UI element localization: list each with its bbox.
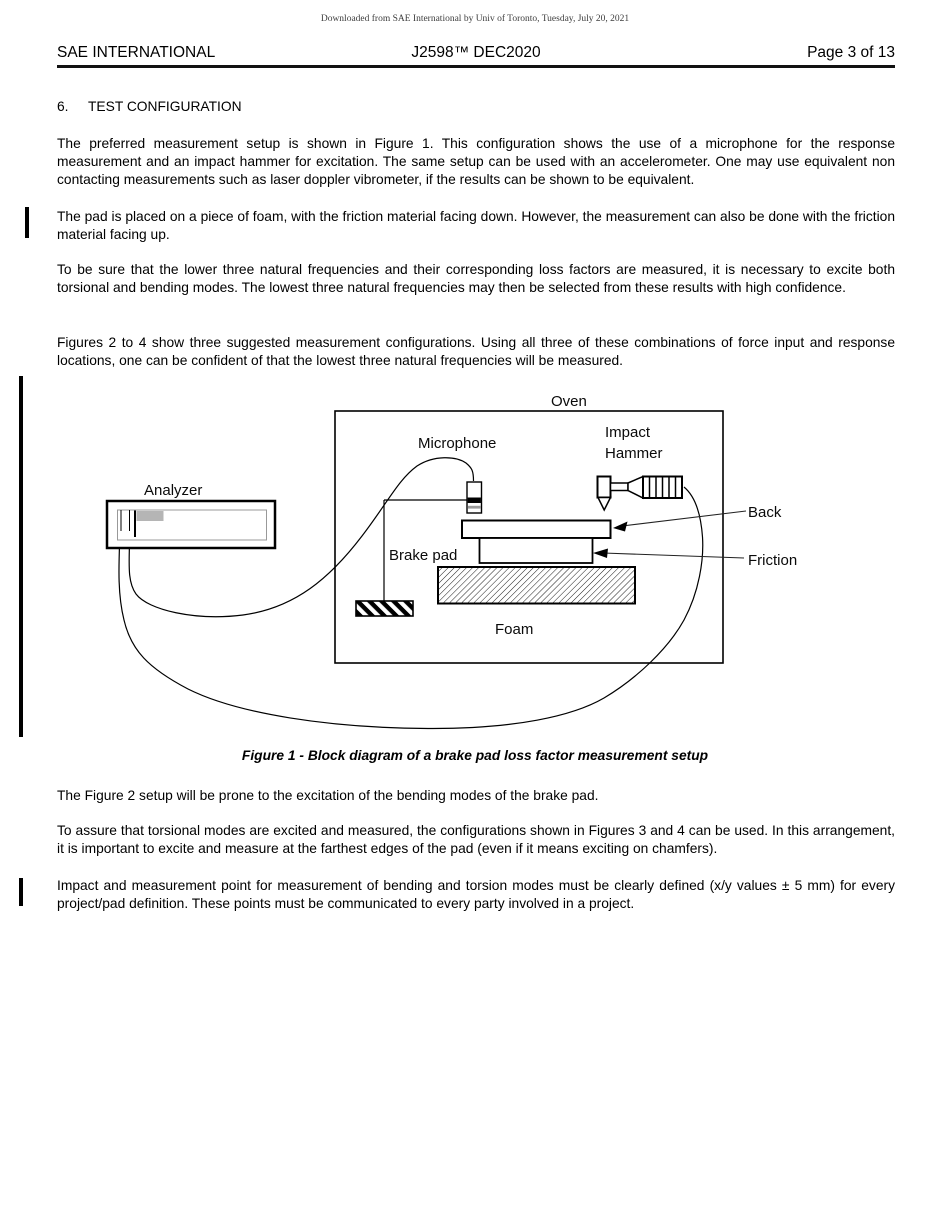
label-impact-hammer-line2: Hammer — [605, 445, 663, 462]
back-leader-arrow — [613, 510, 747, 532]
analyzer-device — [105, 499, 277, 550]
label-impact-hammer: Impact Hammer — [605, 422, 663, 464]
section-number: 6. — [57, 99, 69, 114]
page-header: SAE INTERNATIONAL J2598™ DEC2020 Page 3 … — [57, 44, 895, 64]
section-heading: 6. TEST CONFIGURATION — [57, 99, 242, 114]
change-bar — [19, 376, 23, 737]
brake-pad-friction-layer — [478, 537, 594, 564]
analyzer-display-bar — [136, 511, 164, 521]
label-microphone: Microphone — [418, 435, 497, 452]
header-page-number: Page 3 of 13 — [807, 44, 895, 61]
paragraph: Figures 2 to 4 show three suggested meas… — [57, 335, 895, 368]
hammer-cable-loop — [118, 486, 704, 730]
header-organization: SAE INTERNATIONAL — [57, 44, 216, 61]
paragraph: The preferred measurement setup is shown… — [57, 136, 895, 187]
label-foam: Foam — [495, 621, 534, 638]
header-rule — [57, 65, 895, 68]
change-bar — [19, 878, 23, 906]
label-back: Back — [748, 504, 782, 521]
paragraph: The Figure 2 setup will be prone to the … — [57, 788, 599, 803]
figure-caption: Figure 1 - Block diagram of a brake pad … — [241, 748, 709, 763]
label-oven: Oven — [551, 393, 587, 410]
change-bar — [25, 207, 29, 238]
label-friction: Friction — [748, 552, 798, 569]
brake-pad-back-plate — [461, 519, 612, 539]
paragraph: To assure that torsional modes are excit… — [57, 823, 895, 856]
foam-block — [437, 566, 636, 605]
paragraph: Impact and measurement point for measure… — [57, 878, 895, 911]
watermark-text: Downloaded from SAE International by Uni… — [320, 14, 630, 24]
label-brake-pad: Brake pad — [389, 547, 458, 564]
label-impact-hammer-line1: Impact — [605, 424, 651, 441]
paragraph: The pad is placed on a piece of foam, wi… — [57, 209, 895, 242]
microphone-body — [466, 481, 483, 514]
impact-hammer-shape — [596, 475, 683, 512]
friction-leader-arrow — [593, 548, 745, 559]
paragraph: To be sure that the lower three natural … — [57, 262, 895, 295]
section-title: TEST CONFIGURATION — [88, 99, 242, 114]
label-analyzer: Analyzer — [144, 482, 203, 499]
header-document-number: J2598™ DEC2020 — [411, 44, 541, 61]
